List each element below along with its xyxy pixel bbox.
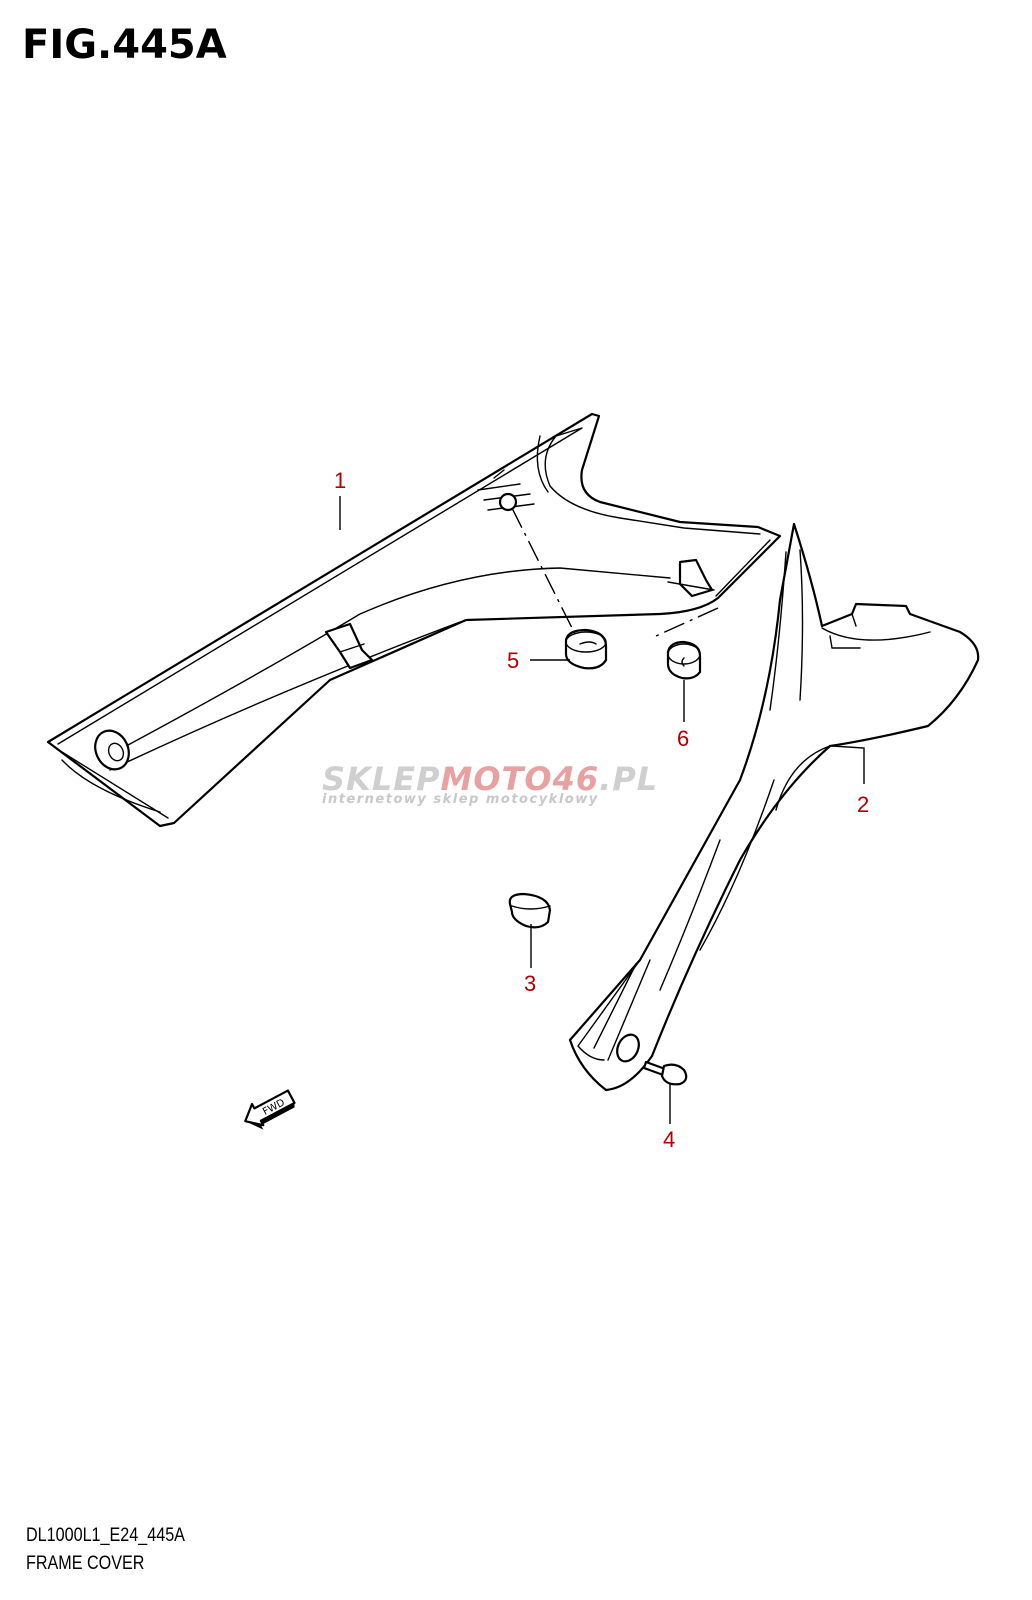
figure-title: FIG.445A [22, 22, 227, 68]
assembly-line-5 [511, 507, 576, 635]
callout-4: 4 [663, 1127, 675, 1152]
watermark-tagline: internetowy sklep motocyklowy [322, 792, 599, 807]
screw-4 [642, 1060, 688, 1086]
watermark-brand-suffix: .PL [599, 760, 658, 798]
svg-text:SKLEPMOTO46.PL: SKLEPMOTO46.PL [322, 760, 658, 798]
grommet-5 [564, 628, 608, 670]
callout-1: 1 [334, 468, 346, 493]
assembly-line-6 [655, 607, 719, 637]
leader-2 [831, 745, 865, 784]
watermark-brand-left: SKLEP [322, 760, 441, 798]
grommet-6 [666, 640, 702, 680]
frame-cover-left [46, 412, 782, 828]
cap-3 [508, 892, 552, 929]
figure-name: FRAME COVER [26, 1553, 145, 1574]
watermark-brand-right: MOTO46 [441, 760, 600, 798]
model-code: DL1000L1_E24_445A [26, 1525, 185, 1546]
callout-5: 5 [507, 648, 519, 673]
forward-arrow-icon: FWD [244, 1089, 296, 1130]
watermark: SKLEPMOTO46.PL internetowy sklep motocyk… [322, 760, 658, 807]
callout-2: 2 [857, 792, 869, 817]
frame-cover-right [568, 522, 980, 1092]
callout-3: 3 [524, 971, 536, 996]
callout-6: 6 [677, 726, 689, 751]
